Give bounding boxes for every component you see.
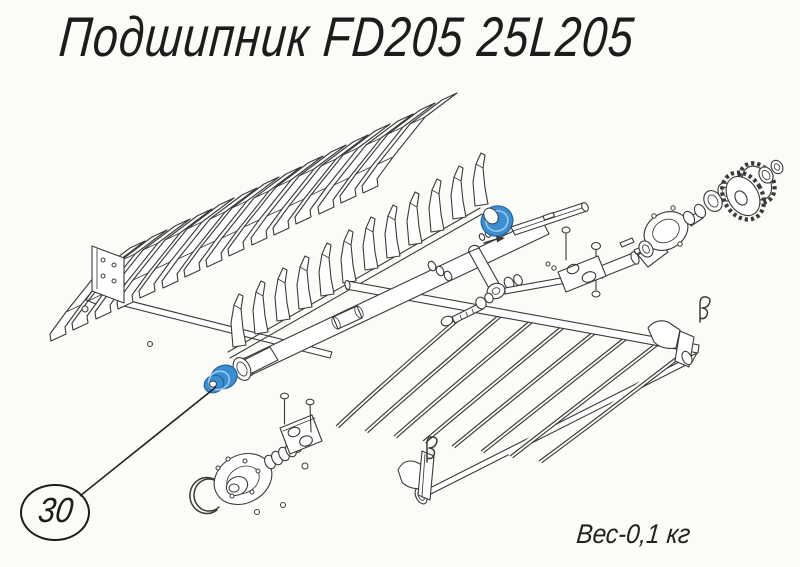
highlighted-bearing-flange[interactable]	[477, 201, 517, 240]
bolt-icon	[309, 403, 312, 433]
washer-icon	[435, 265, 445, 277]
link-bolt	[440, 292, 494, 327]
hub-flange-assembly	[189, 392, 323, 515]
spacer-bushing	[682, 203, 707, 227]
hub-sprocket-assembly	[619, 159, 784, 268]
tine-frame-assembly	[336, 279, 711, 505]
flange-disc	[213, 453, 273, 505]
clamp-block	[557, 255, 607, 293]
frame-upper-rail	[344, 279, 700, 354]
nut-icon	[591, 290, 601, 298]
part-callout-number: 30	[35, 491, 76, 530]
weight-label: Вес-0,1 кг	[575, 519, 692, 549]
part-callout[interactable]: 30	[20, 484, 90, 541]
nut-icon	[254, 509, 260, 515]
spring-tines	[336, 307, 691, 463]
sprocket	[720, 161, 777, 222]
bolt-icon	[147, 341, 153, 347]
page-title: Подшипник FD205 25L205	[56, 5, 638, 68]
washer-icon	[427, 260, 437, 272]
guard-end-plate	[81, 245, 153, 347]
callout-leader-line	[79, 386, 217, 497]
bearing-bore	[209, 380, 217, 388]
cotter-pin-icon	[699, 296, 711, 323]
ring-icon	[758, 166, 774, 184]
tine-tube-assembly	[201, 201, 589, 396]
ring-icon	[770, 159, 784, 175]
drive-hub	[637, 205, 689, 268]
washer-icon	[443, 270, 453, 282]
nut-icon	[280, 502, 286, 508]
clamp-block-assembly	[504, 226, 640, 298]
key-icon	[619, 237, 635, 248]
frame-right-bracket	[647, 320, 695, 368]
clamp-plate	[279, 414, 323, 455]
highlighted-bearing-shaft-end[interactable]	[201, 361, 241, 396]
position-arrow-icon	[483, 235, 505, 244]
bearing-bore	[483, 207, 499, 225]
bolt-icon	[81, 305, 89, 313]
nut-icon	[301, 462, 309, 470]
frame-left-bracket	[397, 450, 435, 501]
hex-shaft-stub	[510, 202, 589, 236]
